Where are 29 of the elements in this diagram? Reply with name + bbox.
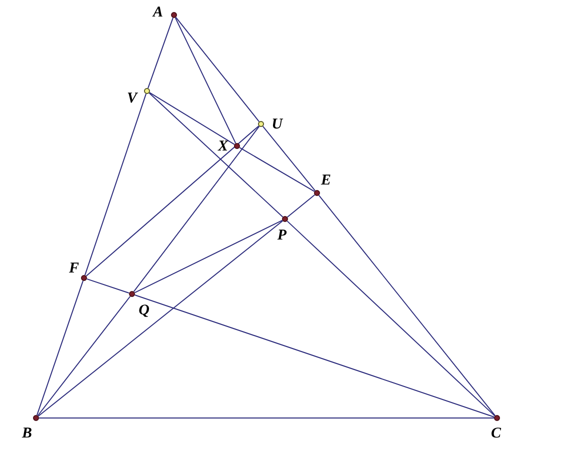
line-segment xyxy=(86,278,130,294)
line-segment xyxy=(36,280,84,416)
line-segment xyxy=(318,194,496,416)
line-segment xyxy=(148,92,284,218)
point-label: B xyxy=(22,426,32,442)
line-segment xyxy=(84,93,147,276)
point-label: X xyxy=(218,140,228,154)
point-label: P xyxy=(277,228,287,244)
line-segment xyxy=(239,147,315,192)
line-segment xyxy=(37,296,131,416)
point-label: A xyxy=(153,6,163,20)
line-segment xyxy=(286,220,496,416)
line-segment xyxy=(286,194,316,218)
line-segment xyxy=(134,294,495,418)
line-segment xyxy=(38,220,284,417)
line-segment xyxy=(174,17,236,144)
point-label: F xyxy=(69,262,79,276)
line-segment xyxy=(175,16,260,122)
line-segment xyxy=(262,126,316,192)
line-segment xyxy=(148,17,174,89)
point-label: E xyxy=(321,174,331,188)
line-segment xyxy=(149,92,235,145)
point-label: C xyxy=(491,426,501,442)
point-label: V xyxy=(127,92,137,106)
point-label: Q xyxy=(138,304,150,318)
line-segment xyxy=(134,220,283,294)
point-label: U xyxy=(272,118,282,132)
line-segment xyxy=(133,126,260,292)
line-segment xyxy=(86,125,260,277)
